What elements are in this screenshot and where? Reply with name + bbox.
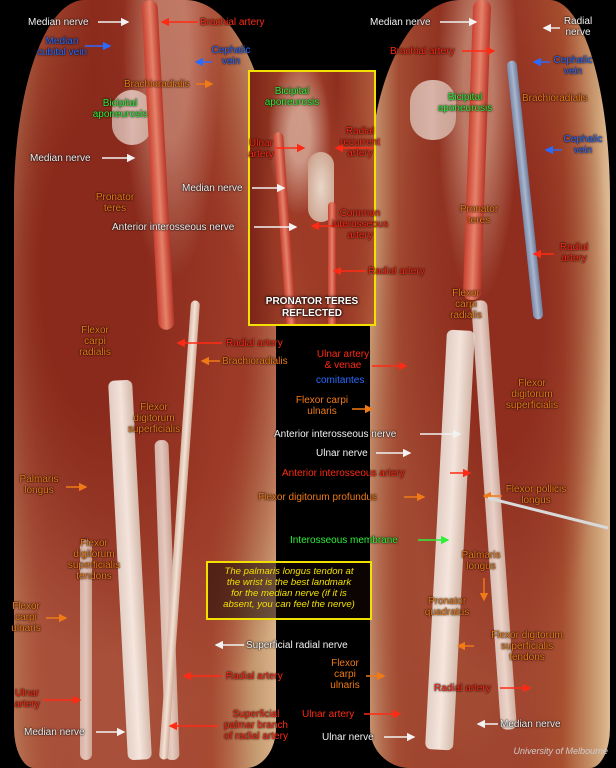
note-line: The palmaris longus tendon at (224, 566, 354, 577)
label-right-radial-artery-low: Radial artery (434, 683, 491, 694)
label-brachioradialis-top: Brachioradialis (124, 79, 190, 90)
label-radial-artery-mid: Radial artery (226, 338, 283, 349)
label-anterior-interosseous-nerve: Anterior interosseous nerve (112, 222, 235, 233)
label-right-median-nerve-low: Median nerve (500, 719, 561, 730)
palmaris-landmark-note: The palmaris longus tendon at the wrist … (206, 561, 372, 620)
credit-text: University of Melbourne (513, 746, 608, 756)
label-right-interosseous-membrane: Interosseous membrane (290, 535, 398, 546)
label-right-ulnar-artery-venae: Ulnar artery& venae (316, 349, 370, 371)
aponeurosis-sheet (410, 80, 456, 140)
label-superficial-radial-nerve: Superficial radial nerve (246, 640, 348, 651)
label-median-nerve-mid: Median nerve (30, 153, 91, 164)
inset-caption-line: PRONATOR TERES (265, 296, 359, 307)
label-right-brachioradialis: Brachioradialis (522, 93, 588, 104)
label-right-ulnar-nerve-low: Ulnar nerve (322, 732, 374, 743)
label-right-comitantes: comitantes (316, 375, 365, 386)
artery-vessel (328, 202, 336, 324)
inset-pronator-teres-reflected: PRONATOR TERES REFLECTED (248, 70, 376, 326)
note-line: the wrist is the best landmark (226, 577, 352, 588)
label-inset-radial-artery: Radial artery (368, 266, 425, 277)
label-brachioradialis-mid: Brachioradialis (222, 356, 288, 367)
label-right-brachial-artery: Brachial artery (390, 46, 455, 57)
label-median-nerve-top: Median nerve (28, 17, 89, 28)
label-radial-artery-low: Radial artery (226, 671, 283, 682)
label-right-anterior-interosseous-nerve: Anterior interosseous nerve (274, 429, 397, 440)
inset-caption: PRONATOR TERES REFLECTED (250, 296, 374, 320)
label-right-median-nerve: Median nerve (370, 17, 431, 28)
label-right-flexor-digitorum-profundus: Flexor digitorum profundus (258, 492, 377, 503)
note-line: absent, you can feel the nerve) (223, 599, 355, 610)
label-inset-median-nerve: Median nerve (182, 183, 243, 194)
inset-caption-line: REFLECTED (282, 308, 342, 319)
tendon-strip (80, 540, 92, 760)
label-brachial-artery: Brachial artery (200, 17, 265, 28)
label-right-anterior-interosseous-artery: Anterior interosseous artery (282, 468, 405, 479)
label-right-ulnar-nerve: Ulnar nerve (316, 448, 368, 459)
aponeurosis-sheet (112, 90, 152, 145)
label-median-nerve-bottom: Median nerve (24, 727, 85, 738)
note-line: for the median nerve (if it is (231, 588, 347, 599)
label-right-ulnar-artery-low: Ulnar artery (302, 709, 355, 720)
